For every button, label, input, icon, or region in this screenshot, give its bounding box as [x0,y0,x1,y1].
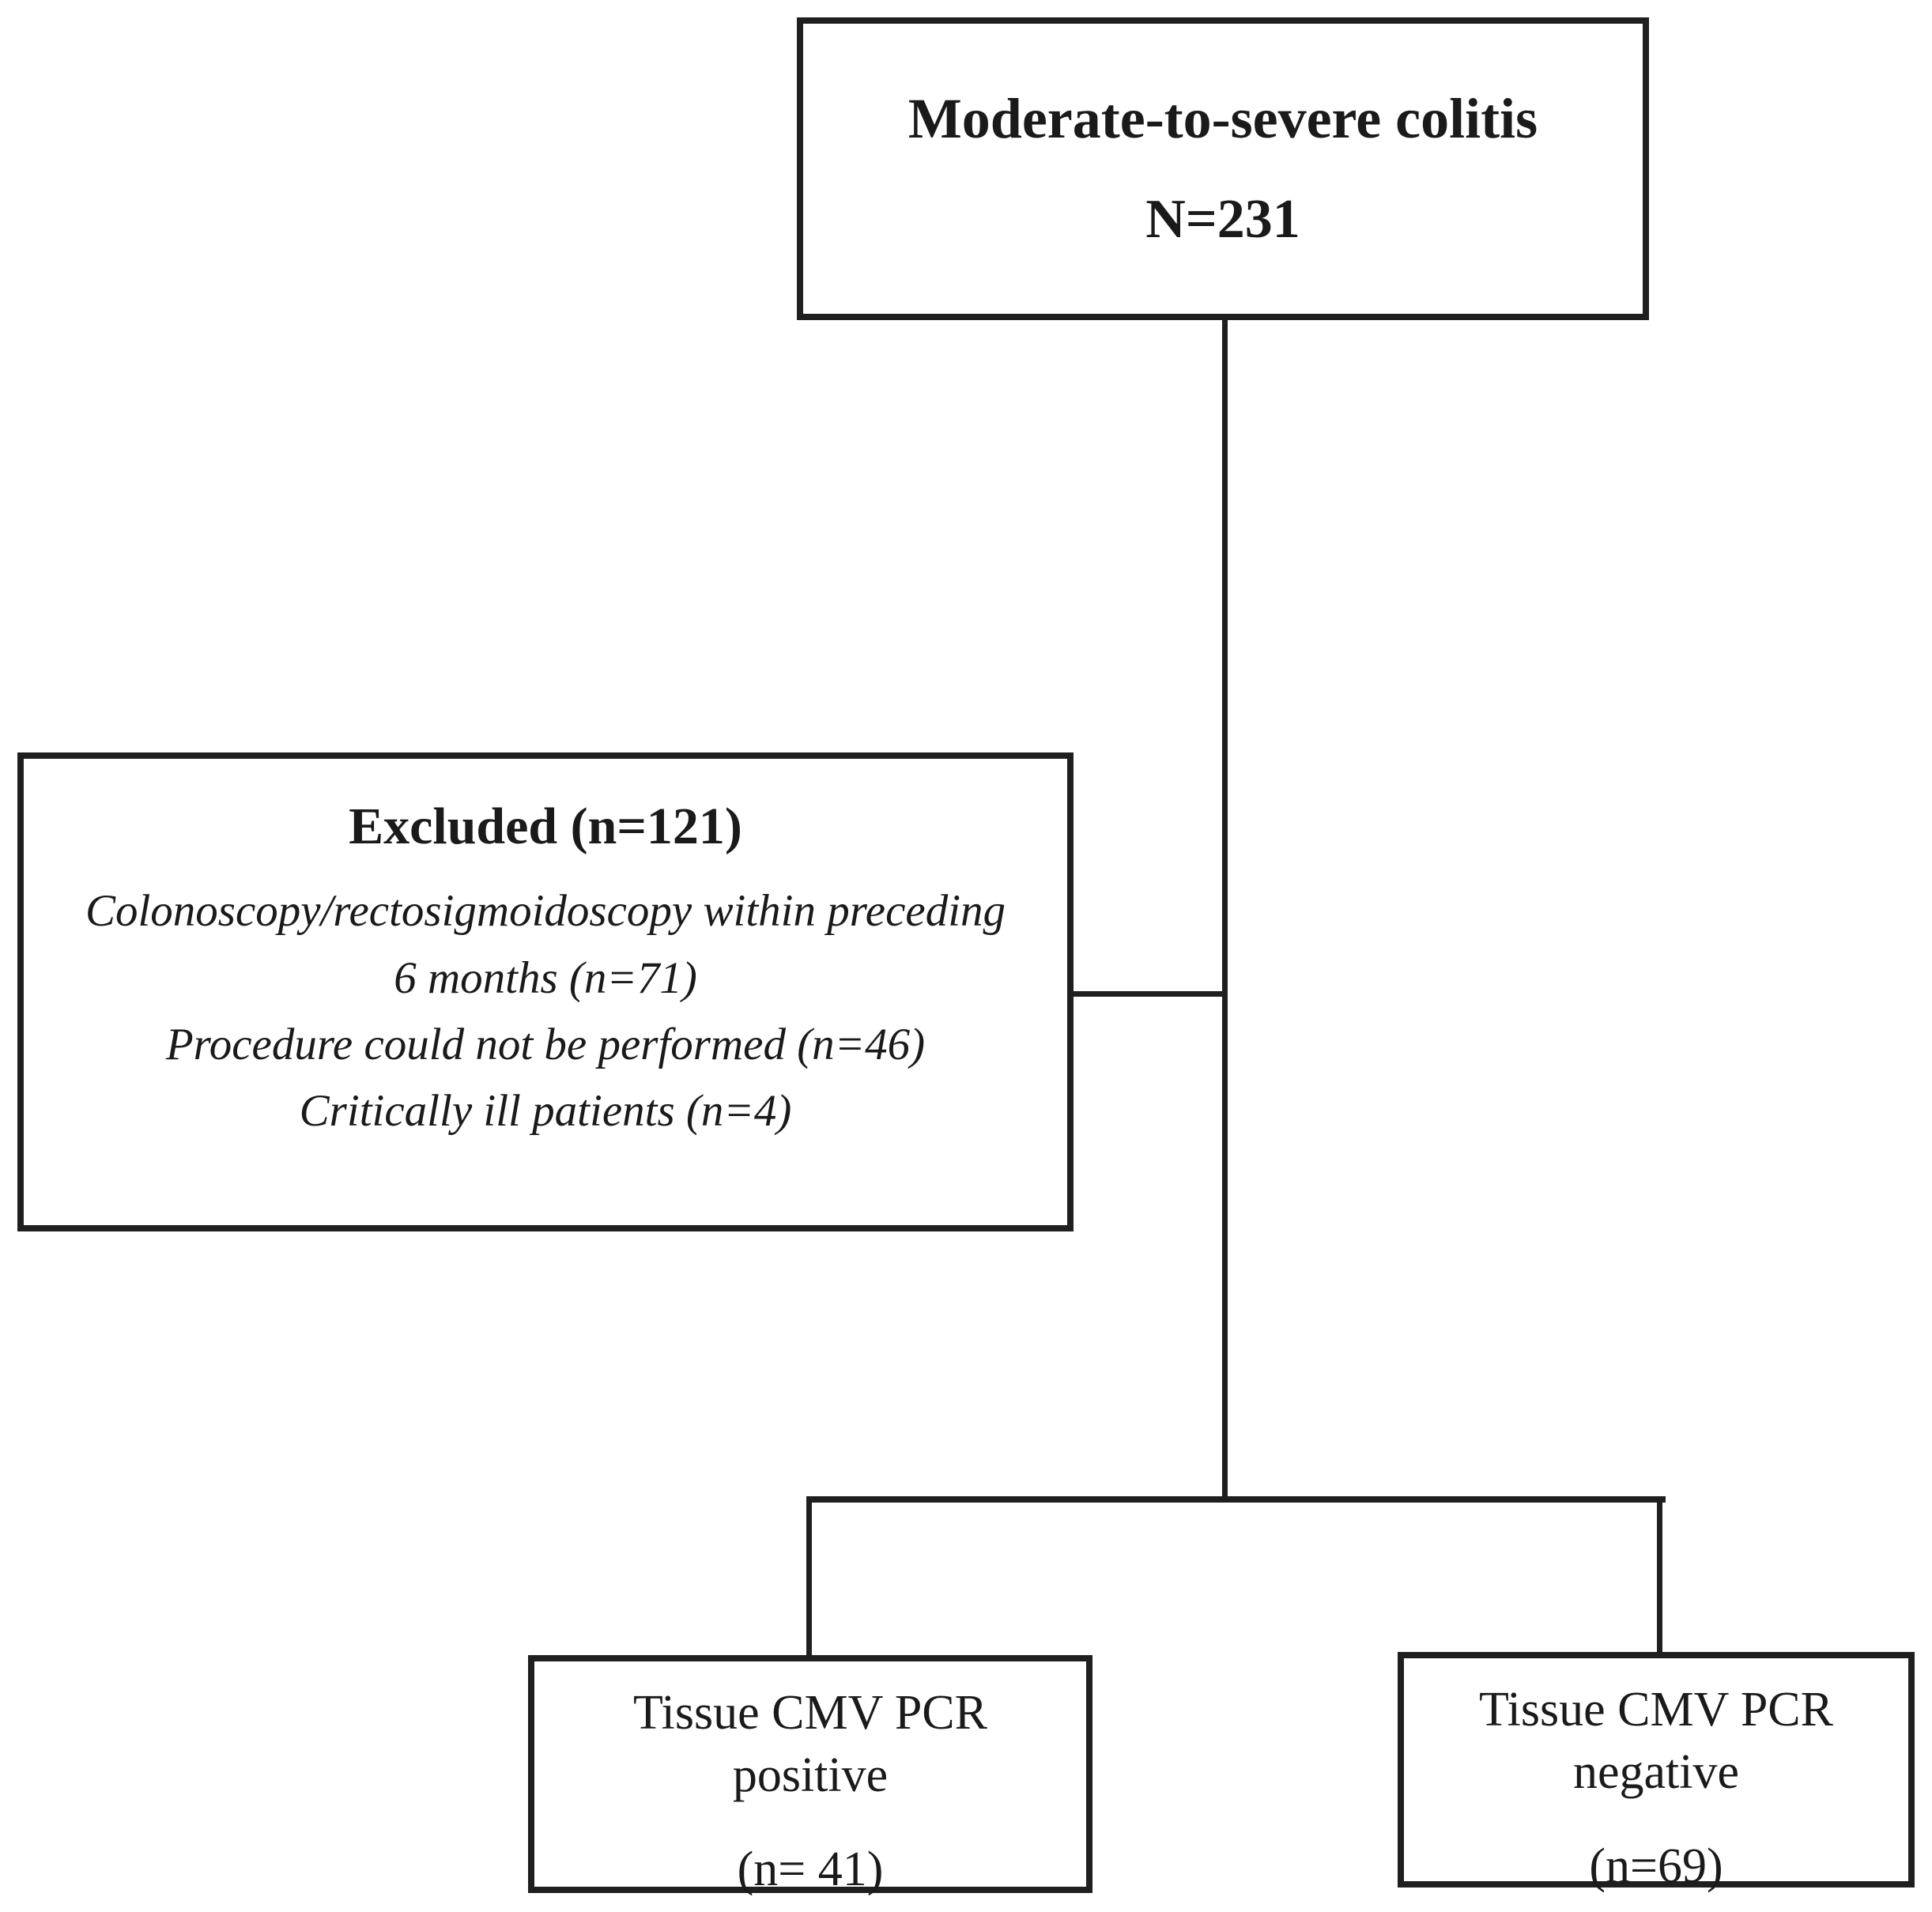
excluded-box: Excluded (n=121) Colonoscopy/rectosigmoi… [17,752,1074,1231]
pcr-positive-box: Tissue CMV PCR positive (n= 41) [528,1655,1092,1896]
pcr-positive-label-line2: positive [732,1748,889,1803]
root-count: N=231 [1145,188,1300,250]
pcr-negative-count: (n=69) [1589,1838,1723,1893]
connector-drop-to-positive [806,1496,812,1657]
pcr-negative-label-line1: Tissue CMV PCR [1478,1683,1834,1737]
pcr-positive-count: (n= 41) [737,1842,884,1896]
connector-excluded-branch [1074,991,1228,997]
pcr-positive-label-line1: Tissue CMV PCR [632,1686,988,1740]
connector-split-bar [806,1496,1666,1503]
root-label: Moderate-to-severe colitis [908,87,1538,151]
excluded-title: Excluded (n=121) [349,798,742,855]
excluded-reason: Critically ill patients (n=4) [299,1086,792,1137]
pcr-negative-label-line2: negative [1572,1745,1739,1800]
connector-root-to-split [1222,320,1228,1499]
excluded-reason: Procedure could not be performed (n=46) [165,1019,926,1069]
connector-drop-to-negative [1657,1496,1662,1655]
root-box: Moderate-to-severe colitis N=231 [797,17,1649,320]
pcr-negative-box: Tissue CMV PCR negative (n=69) [1398,1652,1915,1893]
excluded-reason: Colonoscopy/rectosigmoidoscopy within pr… [85,886,1006,1003]
